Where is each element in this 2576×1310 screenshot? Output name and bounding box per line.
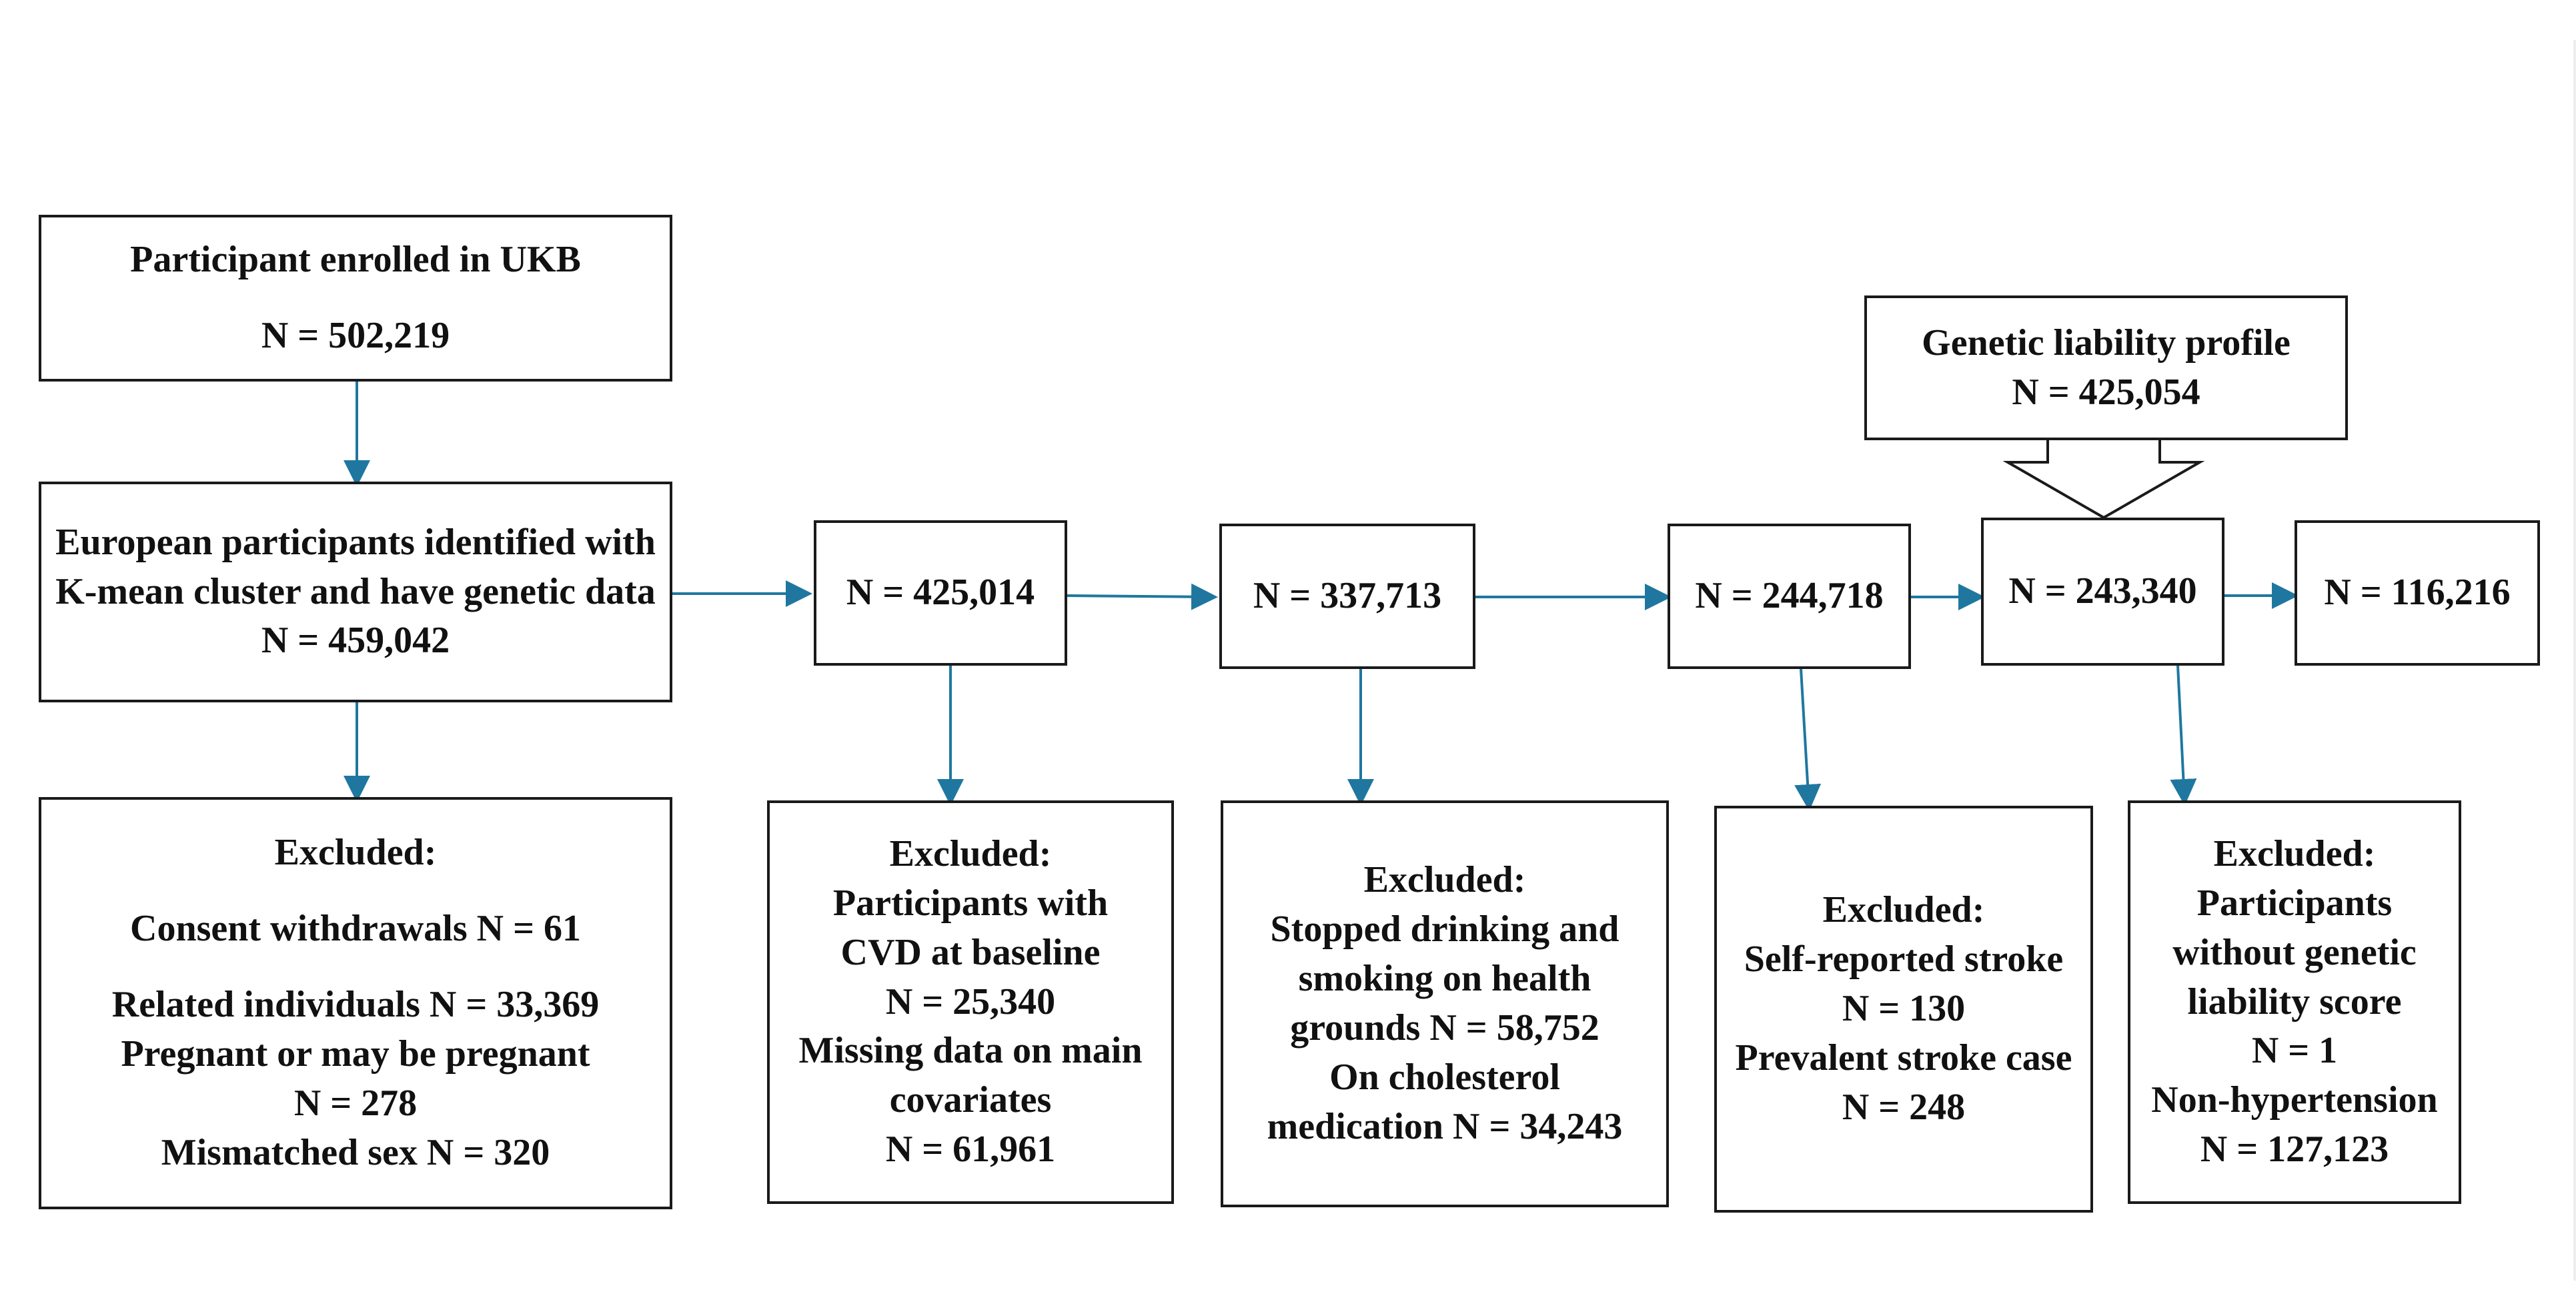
excluded-line: Participants [2196, 882, 2393, 924]
european-line-1: European participants identified with [55, 521, 656, 563]
step-count: N = 337,713 [1253, 575, 1442, 617]
right-edge-divider [2573, 40, 2576, 1281]
enrolled-title: Participant enrolled in UKB [130, 239, 581, 281]
excluded-line: Prevalent stroke case [1735, 1037, 2072, 1079]
enrolled-box: Participant enrolled in UKB N = 502,219 [39, 215, 672, 382]
excluded-box-2: Excluded: Participants with CVD at basel… [767, 800, 1174, 1204]
excluded-line: smoking on health [1298, 958, 1591, 1000]
step-count: N = 244,718 [1695, 575, 1884, 617]
step-count: N = 243,340 [2008, 570, 2197, 612]
step-box-243340: N = 243,340 [1981, 518, 2224, 666]
excluded-heading: Excluded: [274, 832, 437, 874]
arrow-step5-to-excluded5 [2170, 665, 2197, 806]
excluded-heading: Excluded: [889, 832, 1052, 874]
excluded-box-1: Excluded: Consent withdrawals N = 61 Rel… [39, 797, 672, 1209]
excluded-line: liability score [2187, 980, 2402, 1023]
excluded-line: CVD at baseline [840, 931, 1101, 973]
excluded-count: N = 1 [2251, 1030, 2338, 1072]
excluded-line: without genetic [2172, 931, 2417, 973]
excluded-line: Stopped drinking and [1270, 908, 1620, 950]
step-box-337713: N = 337,713 [1219, 524, 1475, 669]
excluded-count: N = 248 [1842, 1086, 1966, 1128]
excluded-line: Participants with [832, 882, 1109, 924]
genetic-count: N = 425,054 [2012, 371, 2200, 413]
excluded-count: grounds N = 58,752 [1290, 1007, 1599, 1049]
arrow-step2-to-step3 [1067, 583, 1218, 610]
excluded-count: N = 25,340 [885, 980, 1056, 1023]
step-box-116216: N = 116,216 [2295, 520, 2540, 666]
excluded-box-3: Excluded: Stopped drinking and smoking o… [1221, 800, 1669, 1207]
mismatched-sex: Mismatched sex N = 320 [161, 1131, 550, 1173]
step-count: N = 425,014 [846, 572, 1035, 614]
enrolled-count: N = 502,219 [261, 315, 450, 356]
excluded-count: N = 61,961 [885, 1129, 1056, 1171]
excluded-heading: Excluded: [1363, 859, 1526, 901]
excluded-heading: Excluded: [1822, 889, 1985, 931]
genetic-liability-box: Genetic liability profile N = 425,054 [1864, 295, 2348, 440]
excluded-box-5: Excluded: Participants without genetic l… [2128, 800, 2461, 1204]
excluded-line: Non-hypertension [2151, 1079, 2438, 1121]
european-line-2: K-mean cluster and have genetic data [55, 570, 656, 612]
excluded-count: N = 127,123 [2200, 1129, 2389, 1171]
european-count: N = 459,042 [261, 620, 450, 662]
pregnant: Pregnant or may be pregnant [121, 1033, 590, 1075]
step-box-244718: N = 244,718 [1668, 524, 1911, 669]
excluded-count: medication N = 34,243 [1267, 1105, 1623, 1147]
excluded-line: covariates [889, 1079, 1052, 1121]
excluded-line: On cholesterol [1329, 1056, 1560, 1098]
genetic-title: Genetic liability profile [1922, 321, 2291, 364]
pregnant-count: N = 278 [293, 1082, 418, 1124]
excluded-box-4: Excluded: Self-reported stroke N = 130 P… [1714, 806, 2093, 1213]
excluded-line: Missing data on main [798, 1030, 1143, 1072]
european-box: European participants identified with K-… [39, 482, 672, 702]
step-box-425014: N = 425,014 [814, 520, 1067, 666]
excluded-heading: Excluded: [2213, 832, 2376, 874]
related-individuals: Related individuals N = 33,369 [111, 984, 600, 1026]
hollow-arrow-genetic-to-step5 [2002, 440, 2205, 520]
excluded-line: Self-reported stroke [1744, 938, 2064, 980]
final-count: N = 116,216 [2324, 572, 2511, 614]
consent-withdrawals: Consent withdrawals N = 61 [130, 908, 581, 950]
arrow-step4-to-excluded4 [1794, 668, 1822, 811]
excluded-count: N = 130 [1842, 988, 1966, 1030]
